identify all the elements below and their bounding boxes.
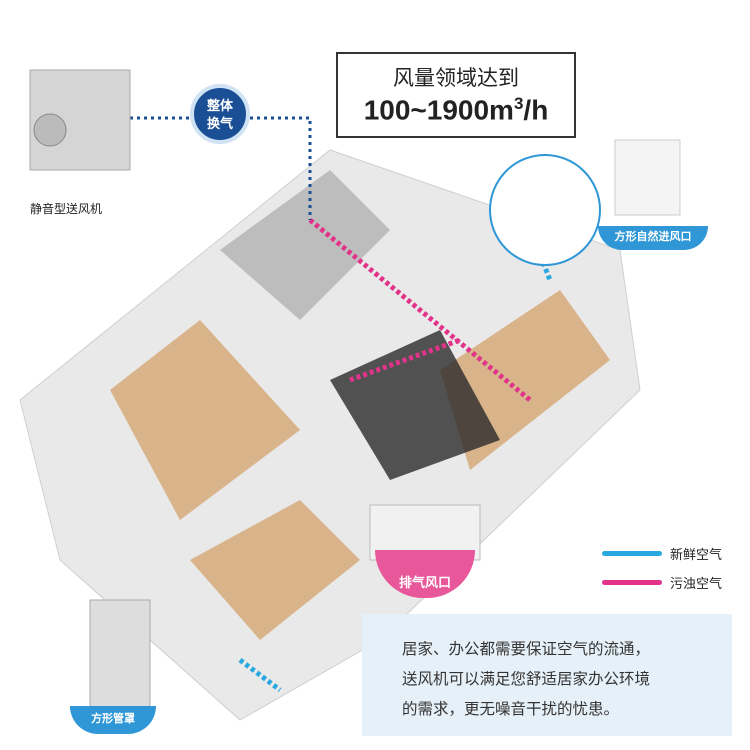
striped-rug: [330, 330, 500, 480]
blower-label: 静音型送风机: [30, 202, 103, 216]
whole-ventilation-badge: 整体换气: [190, 84, 250, 144]
dirty-air-duct: [308, 218, 532, 402]
square-inlet-label: 方形自然进风口: [598, 226, 708, 250]
legend-fresh-air: 新鲜空气: [602, 544, 722, 563]
dirty-air-swatch: [602, 580, 662, 585]
spec-title: 风量领域达到: [393, 66, 519, 90]
airflow-spec-box: 风量领域达到 100~1900m3/h: [336, 52, 576, 138]
fresh-air-swatch: [602, 551, 662, 556]
inlet-bubble: [489, 154, 601, 266]
floor-left: [110, 320, 300, 520]
legend-dirty-air: 污浊空气: [602, 573, 722, 592]
description-box: 居家、办公都需要保证空气的流通， 送风机可以满足您舒适居家办公环境 的需求，更无…: [362, 614, 732, 736]
hood-unit: [89, 599, 151, 711]
spec-value: 100~1900m3/h: [363, 94, 549, 126]
square-hood-label: 方形管罩: [70, 706, 156, 734]
control-link: [250, 116, 312, 220]
